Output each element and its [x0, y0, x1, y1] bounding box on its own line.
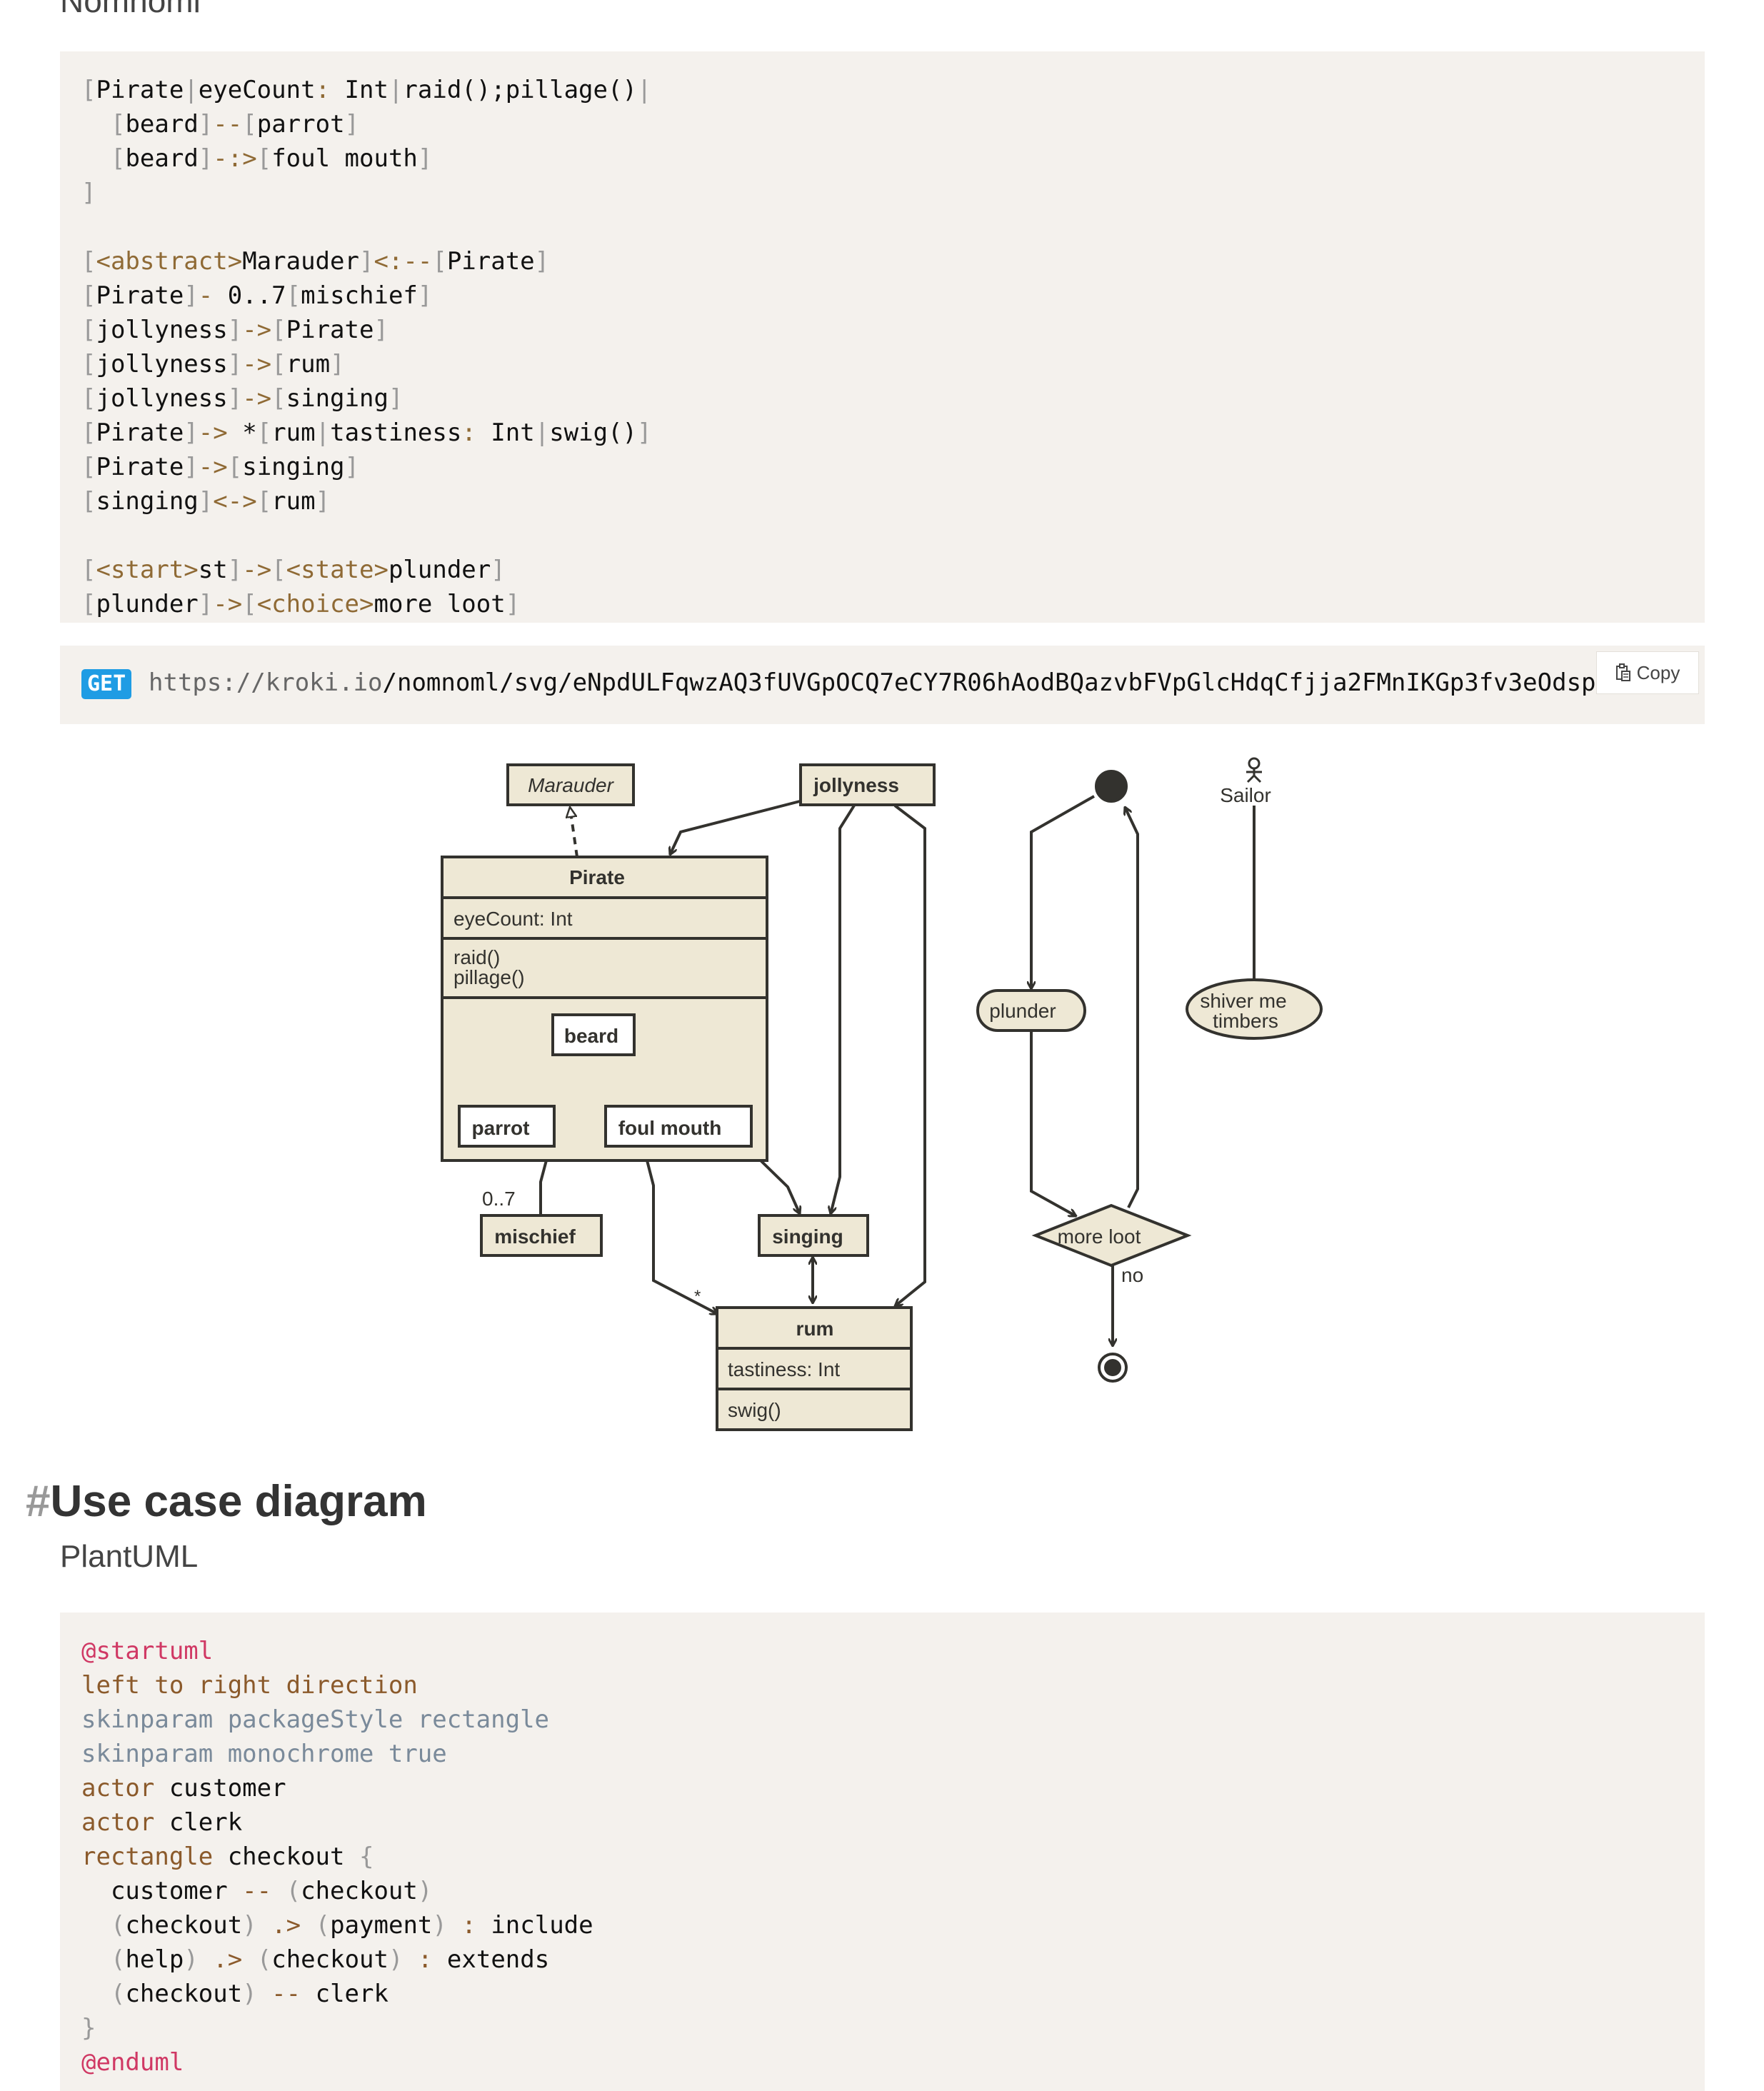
- mischief-node: mischief: [480, 1214, 603, 1257]
- edge-moreloot-start: [1125, 807, 1139, 1208]
- edge-pirate-marauder: [570, 807, 578, 858]
- edge-jollyness-rum: [895, 804, 926, 1306]
- nomnoml-code: [Pirate|eyeCount: Int|raid();pillage()| …: [81, 76, 652, 618]
- edge-jollyness-singing: [831, 804, 856, 1214]
- timbers-label-line2: timbers: [1213, 1010, 1278, 1032]
- edge-pirate-rum: [646, 1160, 718, 1315]
- edge-pirate-singing: [759, 1159, 800, 1214]
- plantuml-code-block: @startuml left to right direction skinpa…: [60, 1613, 1705, 2091]
- start-node: [1095, 770, 1128, 803]
- get-method-badge: GET: [81, 669, 132, 699]
- timbers-usecase: shiver me timbers: [1186, 978, 1323, 1040]
- beard-label: beard: [564, 1025, 618, 1047]
- pirate-operation-raid: raid(): [453, 946, 500, 968]
- more-loot-label: more loot: [1058, 1225, 1141, 1248]
- heading-anchor-link[interactable]: #: [26, 1477, 51, 1526]
- jollyness-node: jollyness: [799, 763, 936, 806]
- url-bar: GET https://kroki.io/nomnoml/svg/eNpdULF…: [60, 646, 1705, 724]
- pirate-operation-pillage: pillage(): [453, 966, 525, 988]
- end-node: [1098, 1353, 1128, 1383]
- edge-pirate-mischief: [539, 1160, 548, 1215]
- mischief-label: mischief: [494, 1225, 576, 1248]
- url-path: /nomnoml/svg/eNpdULFqwzAQ3fUVGpOCQ7eCY7R…: [382, 668, 1698, 697]
- parrot-node: parrot: [458, 1105, 556, 1148]
- kroki-url[interactable]: https://kroki.io/nomnoml/svg/eNpdULFqwzA…: [149, 668, 1698, 697]
- copy-button[interactable]: Copy: [1596, 651, 1699, 694]
- use-case-heading: #Use case diagram: [26, 1480, 427, 1524]
- sailor-label: Sailor: [1220, 784, 1271, 806]
- plantuml-subheading: PlantUML: [60, 1539, 199, 1574]
- page-title-nomnoml: Nomnoml: [60, 0, 201, 19]
- foul-mouth-label: foul mouth: [618, 1117, 722, 1139]
- rum-attribute: tastiness: Int: [728, 1358, 840, 1380]
- marauder-node: Marauder: [506, 763, 635, 806]
- singing-node: singing: [758, 1214, 869, 1257]
- timbers-label-line1: shiver me: [1200, 990, 1286, 1012]
- heading-text: Use case diagram: [50, 1477, 427, 1526]
- plunder-node: plunder: [976, 989, 1086, 1032]
- copy-label: Copy: [1636, 661, 1680, 683]
- jollyness-label: jollyness: [813, 774, 899, 796]
- rum-operation: swig(): [728, 1399, 781, 1421]
- edge-plunder-moreloot: [1030, 1031, 1076, 1218]
- plantuml-code: @startuml left to right direction skinpa…: [81, 1637, 593, 2077]
- clipboard-icon: [1615, 663, 1630, 681]
- rum-label: rum: [796, 1318, 834, 1340]
- sailor-actor: [1246, 757, 1262, 783]
- pirate-label: Pirate: [569, 866, 625, 888]
- marauder-label: Marauder: [528, 774, 615, 796]
- foul-mouth-node: foul mouth: [604, 1105, 753, 1148]
- url-host: https://kroki.io: [149, 668, 383, 697]
- rum-node: rum tastiness: Int swig(): [716, 1306, 913, 1431]
- parrot-label: parrot: [472, 1117, 530, 1139]
- multiplicity-mischief: 0..7: [482, 1188, 516, 1210]
- singing-label: singing: [772, 1225, 843, 1248]
- plunder-label: plunder: [989, 1000, 1056, 1022]
- no-label: no: [1121, 1264, 1143, 1286]
- beard-node: beard: [551, 1013, 636, 1056]
- nomnoml-code-block: [Pirate|eyeCount: Int|raid();pillage()| …: [60, 51, 1705, 623]
- nomnoml-diagram: Marauder jollyness Pirate eyeCount: Int …: [441, 757, 1323, 1431]
- edge-jollyness-pirate: [670, 800, 801, 855]
- edge-start-plunder: [1031, 795, 1095, 989]
- more-loot-choice: more loot: [1031, 1203, 1192, 1268]
- multiplicity-rum: *: [694, 1287, 701, 1306]
- pirate-attribute: eyeCount: Int: [453, 908, 573, 930]
